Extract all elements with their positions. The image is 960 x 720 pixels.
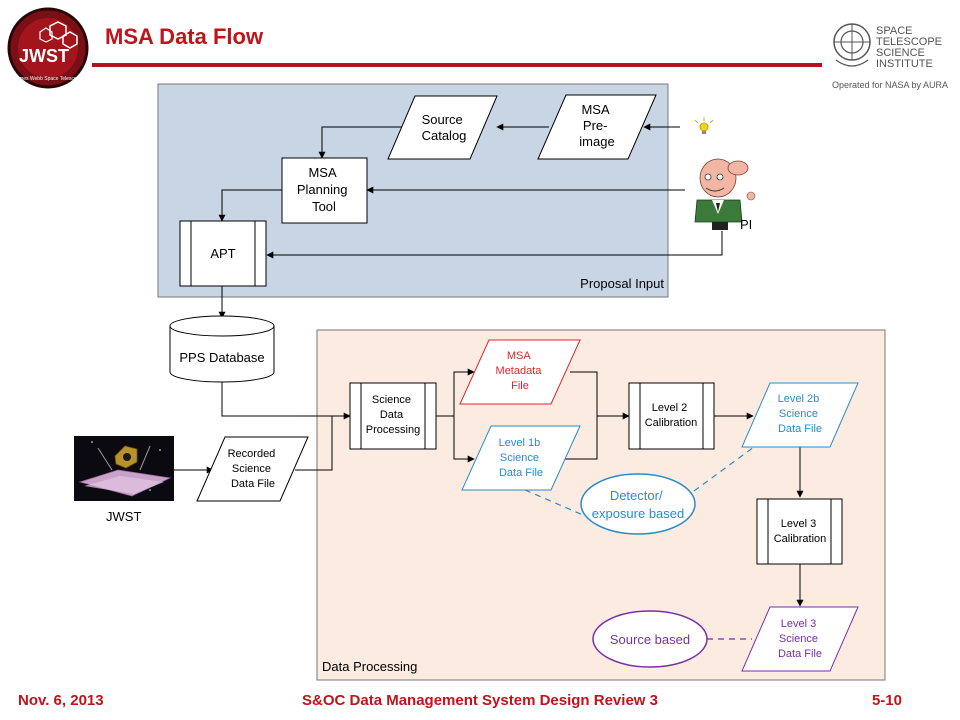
msa-metadata-line-1: MSA xyxy=(507,350,532,362)
pi-label: PI xyxy=(740,217,752,232)
svg-text:Level 2b Science D: Level 2b Science Data File xyxy=(778,393,823,435)
msa-preimage-line-1: MSA xyxy=(581,102,610,117)
stsci-logo-line-3: SCIENCE xyxy=(876,47,925,59)
svg-text:Science Data Proce: Science Data Processing xyxy=(366,394,420,436)
detector-line-2: exposure based xyxy=(592,506,685,521)
jwst-logo-text: JWST xyxy=(19,46,69,66)
connectors xyxy=(174,123,804,607)
level1b-line-1: Level 1b xyxy=(499,437,541,449)
source-based-node xyxy=(592,610,708,668)
footer-date: Nov. 6, 2013 xyxy=(18,692,104,709)
lightbulb-icon xyxy=(688,117,714,140)
level2-line-2: Calibration xyxy=(645,417,698,429)
msa-planning-tool-node xyxy=(281,157,368,224)
level3-sdf-line-3: Data File xyxy=(778,648,822,660)
recorded-sdf-line-1: Recorded xyxy=(228,448,276,460)
pps-database-label: PPS Database xyxy=(179,350,264,365)
footer-page-number: 5-10 xyxy=(871,692,902,709)
jwst-logo-ring-text: James Webb Space Telescope xyxy=(14,76,83,82)
msa-metadata-line-2: Metadata xyxy=(496,365,543,377)
pi-cartoon-icon xyxy=(687,145,757,231)
jwst-telescope-icon xyxy=(74,436,174,501)
level3-science-data-file-node xyxy=(741,606,859,672)
level2-calibration-node xyxy=(628,382,715,450)
level1b-line-2: Science xyxy=(500,452,539,464)
recorded-sdf-line-3: Data File xyxy=(231,478,275,490)
dashed-link-level2b xyxy=(693,443,759,492)
level3-sdf-line-1: Level 3 xyxy=(781,618,816,630)
stsci-logo-line-2: TELESCOPE xyxy=(876,36,942,48)
level2-line-1: Level 2 xyxy=(652,402,687,414)
sdp-line-2: Data xyxy=(380,409,404,421)
recorded-science-data-file-node xyxy=(196,436,309,502)
stsci-logo-line-4: INSTITUTE xyxy=(876,58,933,70)
jwst-label: JWST xyxy=(106,509,141,524)
source-based-label: Source based xyxy=(610,632,690,647)
detector-line-1: Detector/ xyxy=(610,488,663,503)
stsci-tagline: Operated for NASA by AURA xyxy=(832,80,948,90)
stsci-logo-line-1: SPACE xyxy=(876,25,912,37)
level2b-line-3: Data File xyxy=(778,423,822,435)
footer-center: S&OC Data Management System Design Revie… xyxy=(302,692,658,709)
msa-planning-tool-line-3: Tool xyxy=(312,199,336,214)
svg-text:MSA Planning Tool: MSA Planning Tool xyxy=(297,165,351,214)
proposal-input-label: Proposal Input xyxy=(580,276,664,291)
msa-planning-tool-line-2: Planning xyxy=(297,182,348,197)
title-rule xyxy=(92,63,822,67)
source-catalog-line-2: Catalog xyxy=(422,128,467,143)
level2b-line-1: Level 2b xyxy=(778,393,820,405)
level3-cal-line-1: Level 3 xyxy=(781,518,816,530)
svg-text:Level 1b Science D: Level 1b Science Data File xyxy=(499,437,544,479)
level2b-line-2: Science xyxy=(779,408,818,420)
pps-database-node xyxy=(169,315,275,383)
svg-text:MSA Metadata File: MSA Metadata File xyxy=(496,350,545,392)
science-data-processing-node xyxy=(349,382,437,450)
msa-preimage-line-3: image xyxy=(579,134,614,149)
svg-text:Detector/ exposure based: Detector/ exposure based xyxy=(592,488,685,521)
msa-planning-tool-line-1: MSA xyxy=(308,165,337,180)
svg-text:Recorded Science D: Recorded Science Data File xyxy=(228,448,279,490)
level3-calibration-node xyxy=(756,498,843,565)
apt-node xyxy=(179,220,267,287)
sdp-line-3: Processing xyxy=(366,424,420,436)
level3-sdf-line-2: Science xyxy=(779,633,818,645)
stsci-logo-icon: SPACE TELESCOPE SCIENCE INSTITUTE Operat… xyxy=(832,23,948,90)
level3-cal-line-2: Calibration xyxy=(774,533,827,545)
svg-text:Source Catalog: Source Catalog xyxy=(422,112,467,143)
svg-text:MSA Pre- image: MSA Pre- image xyxy=(579,102,614,149)
level1b-line-3: Data File xyxy=(499,467,543,479)
sdp-line-1: Science xyxy=(372,394,411,406)
level2b-science-data-file-node xyxy=(741,382,859,448)
svg-text:Level 3 Calibration: Level 3 Calibration xyxy=(774,518,827,545)
source-catalog-node xyxy=(387,95,498,160)
recorded-sdf-line-2: Science xyxy=(232,463,271,475)
page-title: MSA Data Flow xyxy=(105,24,264,49)
svg-text:Level 3 Science Da: Level 3 Science Data File xyxy=(778,618,822,660)
msa-metadata-file-node xyxy=(459,339,581,405)
data-processing-label: Data Processing xyxy=(322,659,417,674)
apt-label: APT xyxy=(210,246,235,261)
level1b-science-data-file-node xyxy=(461,425,581,491)
detector-exposure-based-node xyxy=(580,473,696,535)
msa-metadata-line-3: File xyxy=(511,380,529,392)
svg-text:Level 2 Calibration: Level 2 Calibration xyxy=(645,402,698,429)
msa-preimage-node xyxy=(537,94,657,160)
source-catalog-line-1: Source xyxy=(422,112,463,127)
jwst-logo-icon: JWST James Webb Space Telescope xyxy=(7,7,89,89)
msa-preimage-line-2: Pre- xyxy=(583,118,608,133)
